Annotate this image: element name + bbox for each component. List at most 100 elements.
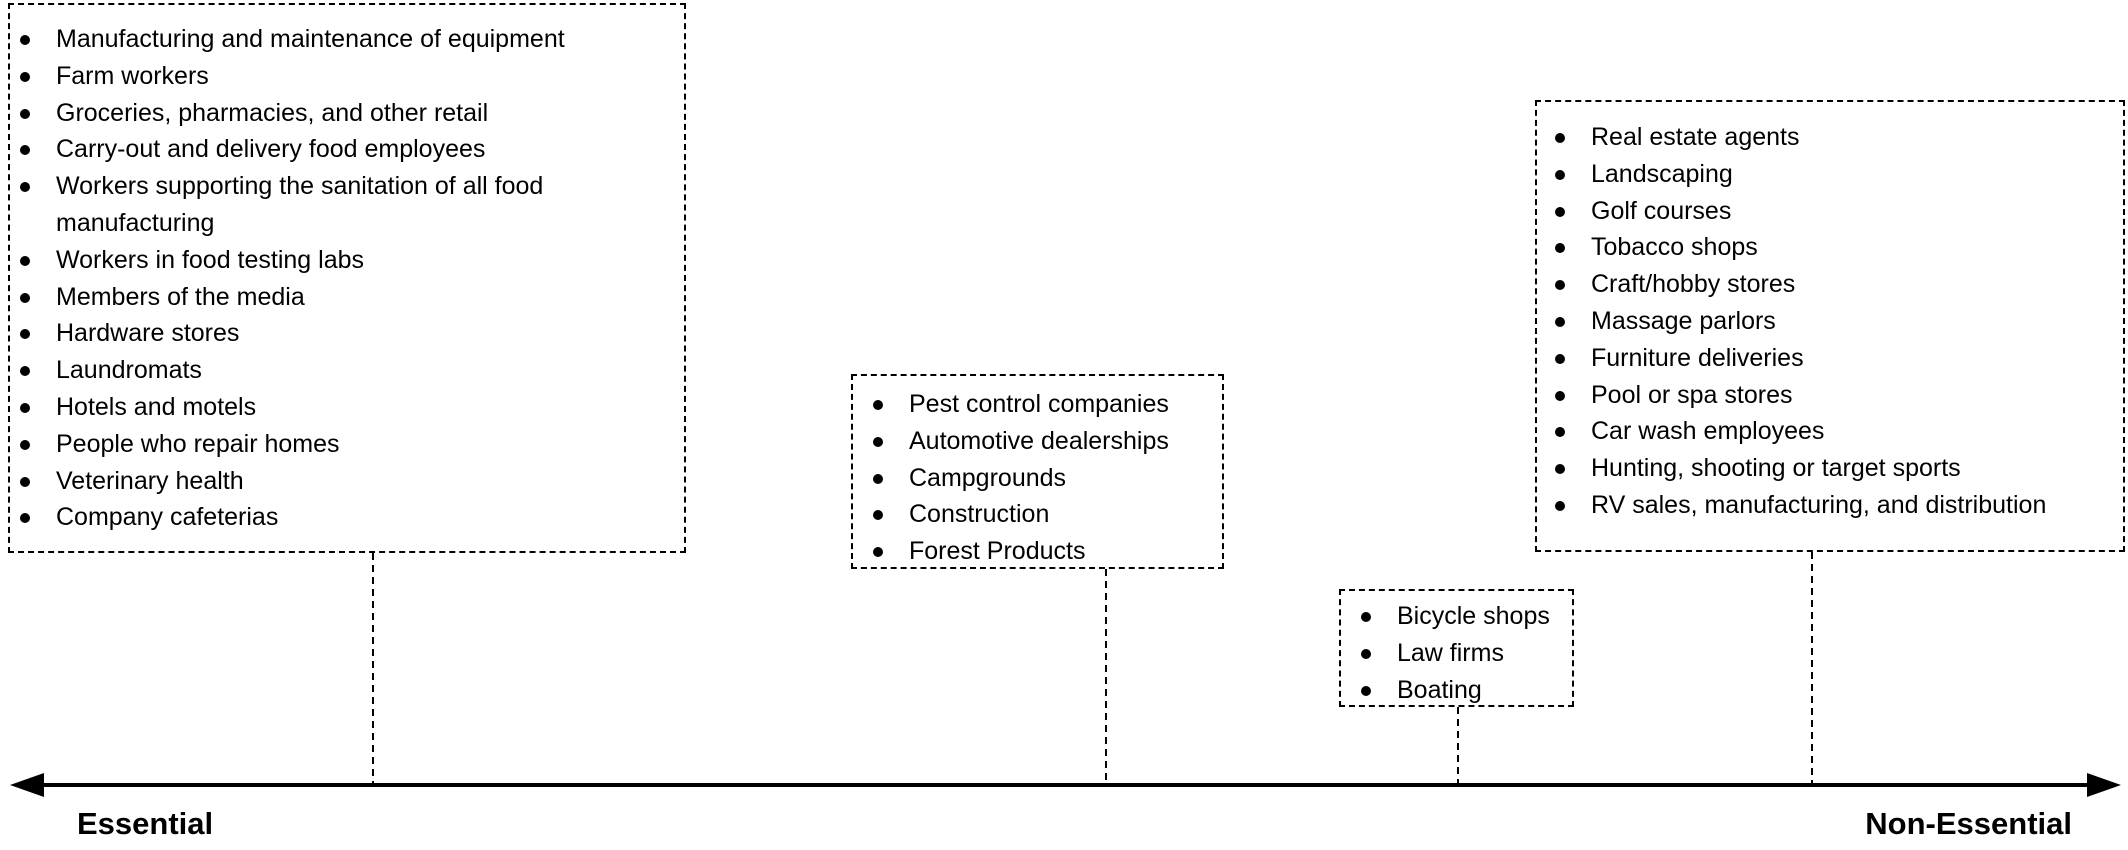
bullet-icon — [1555, 280, 1565, 291]
list-item: Pool or spa stores — [1537, 377, 2123, 414]
list-item: Veterinary health — [10, 463, 684, 500]
bullet-icon — [1361, 612, 1371, 622]
list-item-text: Pest control companies — [909, 390, 1169, 418]
list-item-text: RV sales, manufacturing, and distributio… — [1591, 490, 2047, 519]
bullet-icon — [20, 476, 30, 487]
list-item: Bicycle shops — [1341, 598, 1572, 635]
list-item-text: Workers supporting the sanitation of all… — [56, 172, 544, 237]
list-item-text: Manufacturing and maintenance of equipme… — [56, 25, 565, 53]
bullet-icon — [20, 439, 30, 450]
bullet-icon — [1555, 206, 1565, 217]
list-item-text: Laundromats — [56, 356, 202, 385]
list-item-text: Forest Products — [909, 537, 1086, 566]
bullet-icon — [1555, 390, 1565, 401]
list-item: Hunting, shooting or target sports — [1537, 450, 2123, 487]
bullet-icon — [1555, 133, 1565, 143]
list-item: Craft/hobby stores — [1537, 266, 2123, 303]
bullet-icon — [20, 513, 30, 524]
list-item: Tobacco shops — [1537, 229, 2123, 266]
axis-arrowhead-left — [10, 773, 44, 797]
list-item-text: Pool or spa stores — [1591, 380, 1793, 409]
list-item: RV sales, manufacturing, and distributio… — [1537, 487, 2123, 524]
bullet-icon — [20, 329, 30, 340]
list-item-text: Groceries, pharmacies, and other retail — [56, 98, 489, 127]
essential-list: Manufacturing and maintenance of equipme… — [10, 21, 684, 536]
list-item-text: Bicycle shops — [1397, 602, 1550, 630]
list-item-text: Tobacco shops — [1591, 233, 1758, 262]
bullet-icon — [1555, 353, 1565, 364]
list-item: Law firms — [1341, 635, 1572, 672]
bullet-icon — [873, 400, 883, 410]
list-item-text: Automotive dealerships — [909, 426, 1169, 455]
bullet-icon — [1361, 685, 1371, 696]
bullet-icon — [20, 402, 30, 413]
list-item-text: Members of the media — [56, 282, 305, 311]
list-item-text: Construction — [909, 500, 1050, 529]
list-item: Groceries, pharmacies, and other retail — [10, 95, 684, 132]
list-item-text: Massage parlors — [1591, 306, 1776, 335]
mid-group-box-2: Bicycle shops Law firms Boating — [1339, 589, 1574, 707]
list-item: Carry-out and delivery food employees — [10, 131, 684, 168]
bullet-icon — [20, 35, 30, 45]
axis-label-essential: Essential — [77, 806, 214, 841]
list-item: People who repair homes — [10, 426, 684, 463]
list-item-text: Golf courses — [1591, 196, 1732, 225]
list-item: Massage parlors — [1537, 303, 2123, 340]
list-item-text: Hotels and motels — [56, 392, 257, 421]
list-item: Manufacturing and maintenance of equipme… — [10, 21, 684, 58]
list-item: Golf courses — [1537, 193, 2123, 230]
list-item-text: Real estate agents — [1591, 123, 1800, 151]
list-item-text: Campgrounds — [909, 463, 1067, 492]
bullet-icon — [1555, 243, 1565, 254]
list-item: Hotels and motels — [10, 389, 684, 426]
list-item: Company cafeterias — [10, 499, 684, 536]
bullet-icon — [873, 510, 883, 521]
bullet-icon — [1555, 500, 1565, 511]
bullet-icon — [1555, 316, 1565, 327]
list-item-text: Company cafeterias — [56, 503, 279, 532]
list-item: Forest Products — [853, 533, 1222, 570]
list-item-text: Hunting, shooting or target sports — [1591, 454, 1961, 483]
list-item: Pest control companies — [853, 386, 1222, 423]
nonessential-group-box: Real estate agents Landscaping Golf cour… — [1535, 100, 2125, 552]
list-item: Car wash employees — [1537, 413, 2123, 450]
bullet-icon — [873, 547, 883, 558]
bullet-icon — [20, 292, 30, 303]
list-item: Members of the media — [10, 279, 684, 316]
list-item: Hardware stores — [10, 315, 684, 352]
bullet-icon — [20, 71, 30, 82]
list-item-text: Law firms — [1397, 638, 1504, 667]
bullet-icon — [873, 436, 883, 447]
list-item: Boating — [1341, 672, 1572, 709]
list-item: Farm workers — [10, 58, 684, 95]
bullet-icon — [1555, 464, 1565, 475]
mid-list-2: Bicycle shops Law firms Boating — [1341, 598, 1572, 708]
essential-group-box: Manufacturing and maintenance of equipme… — [8, 3, 686, 553]
list-item-text: Car wash employees — [1591, 417, 1825, 446]
list-item: Workers supporting the sanitation of all… — [10, 168, 616, 242]
bullet-icon — [20, 366, 30, 377]
bullet-icon — [20, 255, 30, 266]
list-item: Workers in food testing labs — [10, 242, 684, 279]
bullet-icon — [20, 182, 30, 193]
list-item: Campgrounds — [853, 460, 1222, 497]
bullet-icon — [1361, 648, 1371, 659]
list-item-text: Hardware stores — [56, 319, 240, 348]
mid-list-1: Pest control companies Automotive dealer… — [853, 386, 1222, 570]
bullet-icon — [20, 145, 30, 156]
list-item-text: Furniture deliveries — [1591, 343, 1804, 372]
list-item-text: Workers in food testing labs — [56, 245, 365, 274]
bullet-icon — [1555, 427, 1565, 438]
list-item-text: Craft/hobby stores — [1591, 270, 1796, 299]
list-item: Laundromats — [10, 352, 684, 389]
list-item-text: Boating — [1397, 675, 1482, 704]
list-item: Construction — [853, 496, 1222, 533]
list-item-text: Farm workers — [56, 61, 209, 90]
list-item-text: People who repair homes — [56, 429, 340, 458]
bullet-icon — [873, 473, 883, 484]
list-item: Automotive dealerships — [853, 423, 1222, 460]
nonessential-list: Real estate agents Landscaping Golf cour… — [1537, 119, 2123, 524]
axis-label-nonessential: Non-Essential — [1865, 806, 2072, 841]
